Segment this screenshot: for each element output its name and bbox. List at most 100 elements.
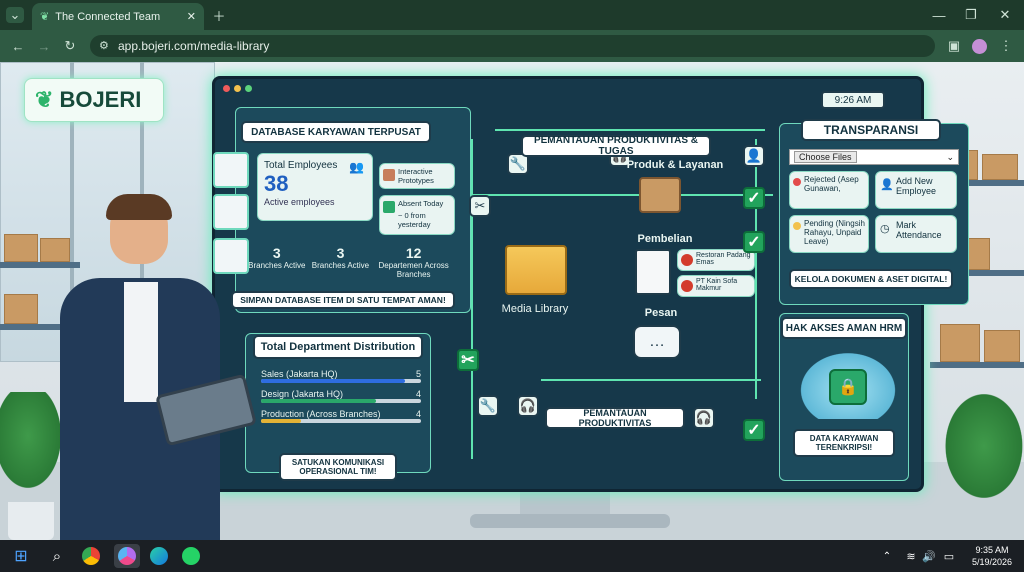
headset-icon[interactable]: 🎧 xyxy=(693,407,715,429)
storage-box xyxy=(940,324,980,362)
transparency-title: TRANSPARANSI xyxy=(801,119,941,141)
shelf xyxy=(0,262,80,268)
productivity-bottom-banner: PEMANTAUAN PRODUKTIVITAS xyxy=(545,407,685,429)
url-text: app.bojeri.com/media-library xyxy=(118,39,270,53)
logo-text: BOJERI xyxy=(59,87,142,112)
interactive-prototypes-label: Interactive Prototypes xyxy=(398,167,434,185)
absent-today-card[interactable]: Absent Today ~ 0 from yesterday xyxy=(379,195,455,235)
taskbar: ⊞ ⌕ ⌃ ≋ 🔊 ▭ 9:35 AM 5/19/2026 xyxy=(0,540,1024,572)
tab-title: The Connected Team xyxy=(55,10,161,23)
taskbar-time: 9:35 AM xyxy=(975,545,1009,555)
browser-tab[interactable]: ❦ The Connected Team ✕ xyxy=(32,3,204,30)
check-icon: ✓ xyxy=(743,419,765,441)
start-windows-icon[interactable]: ⊞ xyxy=(14,548,28,565)
department-bar xyxy=(261,419,421,423)
new-tab-plus-icon[interactable]: ＋ xyxy=(212,8,226,24)
pembelian-label: Pembelian xyxy=(637,233,693,245)
invoice-document-icon[interactable] xyxy=(635,249,671,295)
mark-attendance-button[interactable]: ◷ Mark Attendance xyxy=(875,215,957,253)
edge-app-icon[interactable] xyxy=(150,547,168,565)
search-icon[interactable]: ⌕ xyxy=(52,547,62,565)
taskbar-clock[interactable]: 9:35 AM 5/19/2026 xyxy=(966,544,1018,568)
shelf xyxy=(0,324,80,330)
tab-list-chevron-icon[interactable]: ⌄ xyxy=(6,7,24,23)
clock-display: 9:26 AM xyxy=(821,91,885,109)
pending-status-icon xyxy=(793,222,801,230)
monitor-screen: DATABASE KARYAWAN TERPUSAT Total Employe… xyxy=(212,76,969,492)
rejected-card[interactable]: Rejected (Asep Gunawan, xyxy=(789,171,869,209)
package-box-icon[interactable] xyxy=(639,177,681,213)
total-employees-value: 38 xyxy=(264,171,289,196)
back-arrow-icon[interactable]: ← xyxy=(11,38,25,54)
department-row: Sales (Jakarta HQ)5 xyxy=(261,369,421,383)
browser-app-icon[interactable] xyxy=(118,547,136,565)
employee-avatar[interactable] xyxy=(213,152,249,188)
connector-line xyxy=(471,139,473,459)
tools-icon[interactable]: ✂ xyxy=(457,349,479,371)
pending-card[interactable]: Pending (Ningsih Rahayu, Unpaid Leave) xyxy=(789,215,869,253)
user-icon[interactable]: 👤 xyxy=(743,145,765,167)
active-employees-label: Active employees xyxy=(264,197,335,207)
chrome-app-icon[interactable] xyxy=(82,547,100,565)
productivity-title: PEMANTAUAN PRODUKTIVITAS & TUGAS xyxy=(521,135,711,157)
media-library-label[interactable]: Media Library xyxy=(501,303,569,315)
security-footer-banner: DATA KARYAWAN TERENKRIPSI! xyxy=(793,429,895,457)
absent-subtext: ~ 0 from yesterday xyxy=(398,211,431,229)
person-hair xyxy=(106,194,172,220)
wrench-icon[interactable]: 🔧 xyxy=(477,395,499,417)
wrench-icon[interactable]: 🔧 xyxy=(507,153,529,175)
vendor-card[interactable]: Restoran Padang Emas xyxy=(677,249,755,271)
headset-icon[interactable]: 🎧 xyxy=(517,395,539,417)
minimize-icon[interactable]: — xyxy=(932,7,946,23)
forward-arrow-icon[interactable]: → xyxy=(37,38,51,54)
plant-pot xyxy=(8,502,54,540)
reload-icon[interactable]: ↻ xyxy=(64,38,76,53)
tab-bar: ⌄ ❦ The Connected Team ✕ ＋ — ❐ ✕ xyxy=(0,0,1024,30)
wifi-icon[interactable]: ≋ xyxy=(906,550,916,563)
employee-avatar[interactable] xyxy=(213,238,249,274)
tab-close-icon[interactable]: ✕ xyxy=(186,11,196,23)
total-employees-card[interactable]: Total Employees 38 Active employees 👥 xyxy=(257,153,373,221)
chat-bubble-icon[interactable]: … xyxy=(633,325,681,359)
taskbar-date: 5/19/2026 xyxy=(971,557,1013,567)
battery-icon[interactable]: ▭ xyxy=(943,550,955,563)
database-footer-banner: SIMPAN DATABASE ITEM DI SATU TEMPAT AMAN… xyxy=(231,291,455,309)
person-shirt xyxy=(124,282,158,402)
menu-dots-icon[interactable]: ⋮ xyxy=(999,38,1013,53)
whatsapp-app-icon[interactable] xyxy=(182,547,200,565)
interactive-prototypes-card[interactable]: Interactive Prototypes xyxy=(379,163,455,189)
tools-icon[interactable]: ✂ xyxy=(469,195,491,217)
chevron-up-icon[interactable]: ⌃ xyxy=(882,550,892,562)
add-employee-button[interactable]: 👤 Add New Employee xyxy=(875,171,957,209)
choose-files-button[interactable]: Choose Files xyxy=(794,151,857,163)
profile-avatar[interactable] xyxy=(972,39,987,54)
absent-today-label: Absent Today xyxy=(398,199,444,208)
department-row: Production (Across Branches)4 xyxy=(261,409,421,423)
clock-icon: ◷ xyxy=(880,223,890,235)
window-controls xyxy=(223,85,252,92)
monitor-stand xyxy=(520,492,610,518)
department-row: Design (Jakarta HQ)4 xyxy=(261,389,421,403)
url-field[interactable]: ⚙ app.bojeri.com/media-library xyxy=(90,35,935,57)
site-info-icon[interactable]: ⚙ xyxy=(99,40,109,52)
produk-label: Produk & Layanan xyxy=(626,159,724,171)
vendor-card[interactable]: PT Kain Sofa Makmur xyxy=(677,275,755,297)
restore-icon[interactable]: ❐ xyxy=(965,7,977,22)
speaker-icon[interactable]: 🔊 xyxy=(922,550,936,563)
chevron-down-icon: ⌄ xyxy=(946,151,954,162)
employee-avatar[interactable] xyxy=(213,194,249,230)
stat-departments: 12 Departemen Across Branches xyxy=(378,245,449,279)
connector-line xyxy=(495,129,765,131)
department-bar xyxy=(261,399,421,403)
rejected-status-icon xyxy=(793,178,801,186)
stats-row: 3 Branches Active 3 Branches Active 12 D… xyxy=(245,245,455,285)
connector-line xyxy=(755,139,757,399)
window-close-icon[interactable]: ✕ xyxy=(999,7,1011,22)
total-employees-label: Total Employees xyxy=(264,160,338,171)
file-input[interactable]: Choose Files ⌄ xyxy=(789,149,959,165)
hero-illustration: ❦ BOJERI DATABASE KARYAWAN TERPUSAT Tota… xyxy=(0,62,1024,540)
leaf-icon: ❦ xyxy=(40,11,50,23)
side-panel-icon[interactable]: ▣ xyxy=(947,38,961,53)
department-bar xyxy=(261,379,421,383)
folder-icon[interactable] xyxy=(505,245,567,295)
